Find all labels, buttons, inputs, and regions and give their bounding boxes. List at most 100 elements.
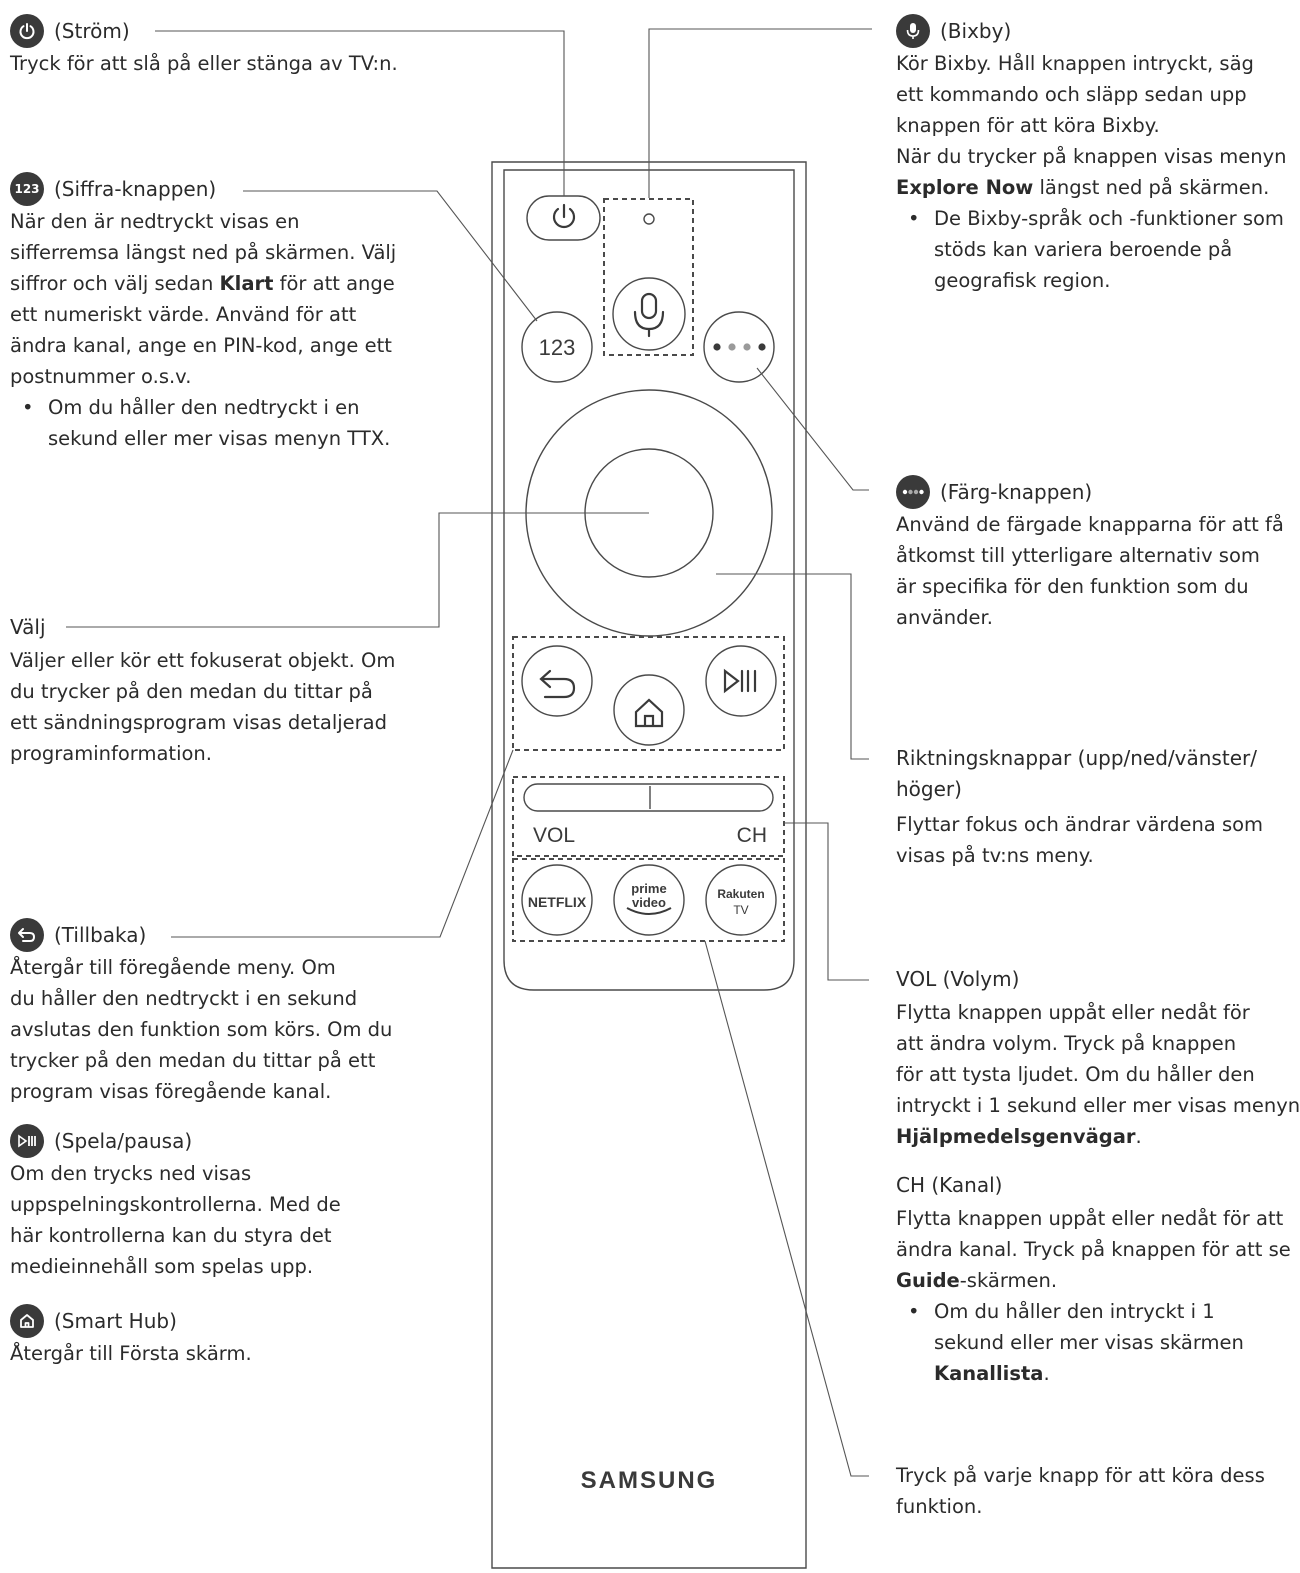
vol-line-3: för att tysta ljudet. Om du håller den [896,1063,1255,1086]
home-glyph-icon [634,698,664,728]
nav-zone [512,636,785,751]
home-desc: Återgår till Första skärm. [10,1342,252,1365]
ch-line-1: Flytta knappen uppåt eller nedåt för att [896,1207,1284,1230]
prime-key [613,864,685,936]
ch-line-3: Guide-skärmen. [896,1269,1058,1292]
play-line-2: uppspelningskontrollerna. Med de [10,1193,341,1216]
ch-label: CH [737,824,767,847]
direction-section: Riktningsknappar (upp/ned/vänster/ höger… [896,743,1288,871]
vol-line-1: Flytta knappen uppåt eller nedåt för [896,1001,1250,1024]
number-line-5: ändra kanal, ange en PIN-kod, ange ett [10,334,392,357]
back-line-3: avslutas den funktion som körs. Om du [10,1018,393,1041]
bixby-line-3: knappen för att köra Bixby. [896,114,1160,137]
back-icon-badge [10,918,44,952]
number-line-2: sifferremsa längst ned på skärmen. Välj [10,241,397,264]
vol-line-2: att ändra volym. Tryck på knappen [896,1032,1237,1055]
leader-color [756,367,869,491]
back-line-5: program visas föregående kanal. [10,1080,332,1103]
color-section: (Färg-knappen) Använd de färgade knappar… [896,475,1288,633]
rakuten-tv-label: TV [733,903,748,917]
netflix-label: NETFLIX [528,894,587,910]
leader-volch [784,822,869,981]
leader-direction [716,573,869,760]
number-icon-badge: 123 [10,172,44,206]
color-dots-icon-badge [896,475,930,509]
play-line-3: här kontrollerna kan du styra det [10,1224,332,1247]
bixby-key [612,277,686,351]
direction-line-1: Flyttar fokus och ändrar värdena som [896,813,1264,836]
prime-label: prime [631,881,666,896]
vol-line-5: Hjälpmedelsgenvägar. [896,1125,1142,1148]
number-line-1: När den är nedtryckt visas en [10,210,300,233]
play-pause-key [705,645,777,717]
leader-bixby [648,28,872,198]
select-section: Välj Väljer eller kör ett fokuserat obje… [10,612,480,769]
apps-zone [512,858,785,942]
select-line-3: ett sändningsprogram visas detaljerad [10,711,388,734]
home-section: (Smart Hub) Återgår till Första skärm. [10,1304,480,1369]
leader-number [243,190,538,322]
bixby-section: (Bixby) Kör Bixby. Håll knappen intryckt… [896,14,1288,296]
leader-power [155,30,565,196]
vol-line-4: intryckt i 1 sekund eller mer visas meny… [896,1094,1300,1117]
bixby-zone [603,198,694,356]
netflix-key [521,864,593,936]
number-line-3: siffror och välj sedan Klart för att ang… [10,272,395,295]
apps-section: Tryck på varje knapp för att köra dess f… [896,1460,1288,1522]
number-section: 123 (Siffra-knappen) När den är nedtryck… [10,172,480,454]
select-title: Välj [10,615,46,639]
mic-icon-badge [896,14,930,48]
home-icon-badge [10,1304,44,1338]
play-pause-icon-badge [10,1124,44,1158]
bixby-bullet: De Bixby-språk och -funktioner som stöds… [896,203,1284,296]
leader-back [171,749,514,938]
select-line-2: du trycker på den medan du tittar på [10,680,373,703]
ch-section: CH (Kanal) Flytta knappen uppåt eller ne… [896,1170,1291,1389]
color-title: (Färg-knappen) [940,479,1093,504]
color-line-2: åtkomst till ytterligare alternativ som [896,544,1260,567]
play-section: (Spela/pausa) Om den trycks ned visas up… [10,1124,480,1282]
direction-title-2: höger) [896,777,962,801]
select-line-1: Väljer eller kör ett fokuserat objekt. O… [10,649,396,672]
vol-section: VOL (Volym) Flytta knappen uppåt eller n… [896,964,1300,1152]
ch-bullet: Om du håller den intryckt i 1 sekund ell… [896,1296,1284,1389]
volch-zone [512,776,785,857]
rakuten-label: Rakuten [717,887,764,901]
remote-top-panel [503,169,795,991]
leader-apps [704,940,869,1477]
number-title: (Siffra-knappen) [54,176,217,201]
samsung-logo: SAMSUNG [581,1467,718,1494]
ch-title: CH (Kanal) [896,1173,1003,1197]
bixby-line-5: Explore Now längst ned på skärmen. [896,176,1270,199]
apps-line-2: funktion. [896,1495,983,1518]
back-key [521,645,593,717]
direction-line-2: visas på tv:ns meny. [896,844,1094,867]
bixby-line-4: När du trycker på knappen visas menyn [896,145,1287,168]
color-line-1: Använd de färgade knapparna för att få [896,513,1284,536]
play-line-1: Om den trycks ned visas [10,1162,252,1185]
ch-line-2: ändra kanal. Tryck på knappen för att se [896,1238,1291,1261]
vol-title: VOL (Volym) [896,967,1020,991]
mic-hole [643,213,655,225]
play-title: (Spela/pausa) [54,1128,193,1153]
home-title: (Smart Hub) [54,1308,177,1333]
back-title: (Tillbaka) [54,922,147,947]
leader-select [66,512,649,628]
color-key [703,311,775,383]
vol-ch-rocker [523,783,774,812]
video-label: video [632,895,666,910]
number-key-label: 123 [539,335,576,360]
bixby-line-1: Kör Bixby. Håll knappen intryckt, säg [896,52,1254,75]
play-line-4: medieinnehåll som spelas upp. [10,1255,314,1278]
power-key [526,195,601,241]
power-section: (Ström) Tryck för att slå på eller stäng… [10,14,480,79]
number-line-4: ett numeriskt värde. Använd för att [10,303,357,326]
color-line-3: är specifika för den funktion som du [896,575,1249,598]
remote-body [491,161,807,1569]
number-key [521,311,593,383]
color-dots [713,343,766,351]
number-line-6: postnummer o.s.v. [10,365,192,388]
play-pause-icon [723,668,757,694]
select-line-4: programinformation. [10,742,212,765]
